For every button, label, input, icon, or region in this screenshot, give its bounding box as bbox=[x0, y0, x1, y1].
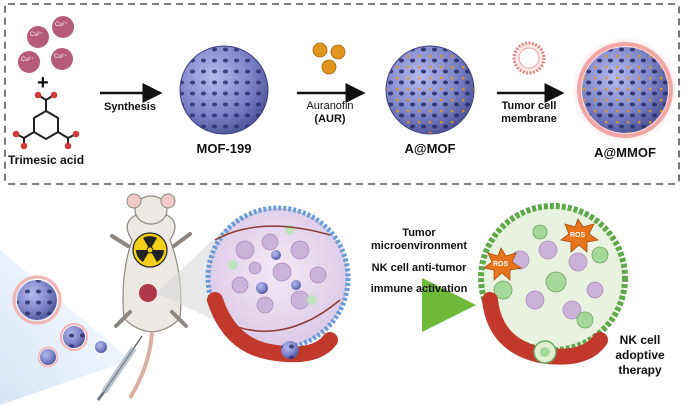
membrane-label: membrane bbox=[501, 113, 557, 125]
oxygen-atom-icon bbox=[12, 91, 80, 150]
plus-sign: + bbox=[37, 72, 49, 94]
cell-membrane-vesicle-icon bbox=[512, 41, 546, 75]
copper-ion-label: Cu²⁺ bbox=[55, 22, 68, 28]
nanoparticle-icon bbox=[12, 275, 107, 368]
synthesis-label: Synthesis bbox=[104, 101, 156, 113]
synthesis-panel-frame bbox=[4, 3, 680, 185]
therapy-label-line1: NK cell bbox=[619, 333, 661, 347]
tumor-tissue-before bbox=[205, 205, 351, 363]
auranofin-particle-icon bbox=[312, 42, 346, 75]
ros-burst-icon bbox=[483, 218, 600, 281]
copper-ion-icon bbox=[18, 16, 74, 73]
copper-ion-label: Cu²⁺ bbox=[21, 57, 34, 63]
tumor-tissue-after bbox=[478, 203, 628, 365]
mof-199-sphere-icon bbox=[179, 45, 269, 135]
nanoparticle-beam bbox=[0, 250, 125, 405]
tumor-cell-label: Tumor cell bbox=[501, 100, 557, 112]
nk-anti-tumor-label: NK cell anti-tumor bbox=[371, 262, 467, 274]
immune-activation-label: immune activation bbox=[370, 283, 468, 295]
tumor-site-icon bbox=[139, 284, 157, 302]
syringe-icon bbox=[96, 335, 143, 401]
therapy-label-line2: adoptive bbox=[615, 348, 665, 362]
copper-ion-label: Cu²⁺ bbox=[54, 54, 67, 60]
a-mmof-label: A@MMOF bbox=[594, 145, 656, 160]
ros-label: ROS bbox=[493, 261, 509, 268]
a-mof-label: A@MOF bbox=[404, 141, 456, 156]
nk-cell-icon bbox=[493, 224, 609, 329]
mof-199-label: MOF-199 bbox=[196, 141, 252, 156]
auranofin-label: Auranofin bbox=[306, 100, 354, 112]
tme-label-line1: Tumor bbox=[402, 227, 436, 239]
blood-vessel bbox=[207, 292, 338, 363]
copper-ion-label: Cu²⁺ bbox=[30, 32, 43, 38]
trimesic-acid-molecule-icon bbox=[15, 94, 77, 146]
tme-label-line2: microenvironment bbox=[371, 240, 467, 252]
trimesic-acid-label: Trimesic acid bbox=[8, 153, 85, 167]
a-mmof-sphere-icon bbox=[572, 37, 678, 143]
mouse-model-icon bbox=[110, 193, 192, 400]
a-mof-sphere-icon bbox=[385, 45, 475, 135]
therapy-label-line3: therapy bbox=[618, 363, 662, 377]
aur-label: (AUR) bbox=[314, 113, 346, 125]
ros-label: ROS bbox=[570, 232, 586, 239]
